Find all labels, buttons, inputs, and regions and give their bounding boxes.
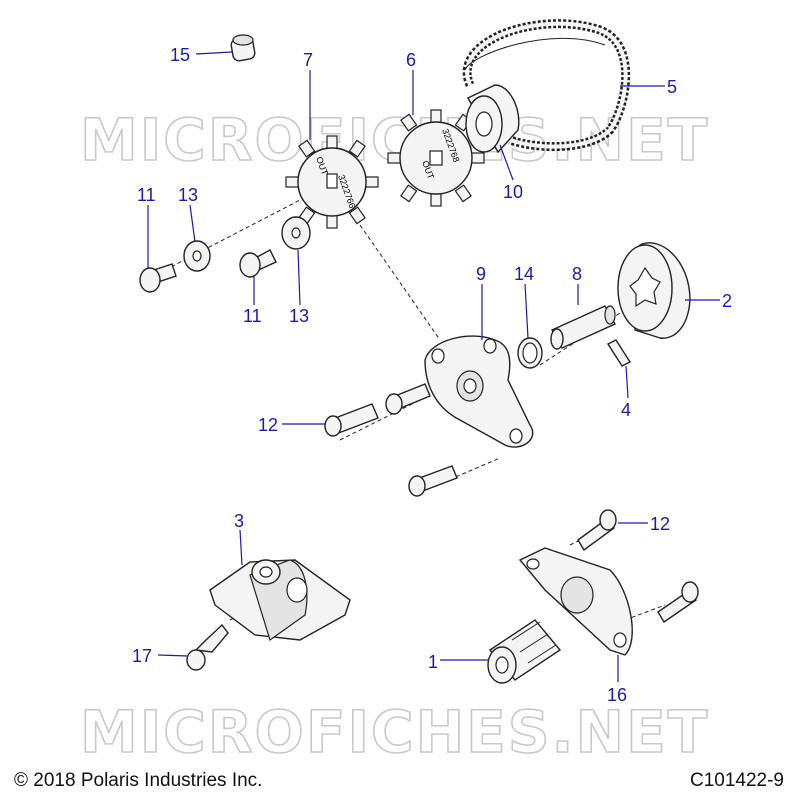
callout-4: 4	[621, 400, 631, 420]
part-12-bolt-d	[577, 509, 617, 552]
watermark-bottom: MICROFICHES.NET	[80, 698, 709, 766]
part-2-rotor	[617, 242, 691, 339]
callout-15: 15	[170, 45, 190, 65]
callout-5: 5	[667, 77, 677, 97]
part-13-washer-left	[183, 240, 211, 272]
part-11-bolt-right	[239, 249, 277, 278]
callout-16: 16	[607, 685, 627, 705]
part-14-oring	[517, 337, 543, 369]
part-17-bolt	[186, 623, 229, 671]
callout-7: 7	[303, 50, 313, 70]
part-3-bracket	[209, 559, 351, 641]
part-5-chain	[462, 19, 631, 151]
part-10-roller	[465, 84, 520, 154]
callout-8: 8	[572, 264, 582, 284]
part-4-pin	[606, 339, 632, 367]
part-7-sprocket: OUT 3222766	[285, 135, 379, 229]
part-1-spool	[487, 619, 562, 684]
callout-12-right: 12	[650, 514, 670, 534]
part-12-bolt-a	[324, 403, 379, 437]
part-15-dowel	[230, 34, 256, 62]
part-13-washer-right	[281, 216, 311, 250]
callout-9: 9	[476, 264, 486, 284]
part-12-bolt-e	[657, 581, 699, 623]
part-12-bolt-b	[385, 383, 431, 415]
callout-17: 17	[132, 646, 152, 666]
callout-3: 3	[234, 511, 244, 531]
callout-2: 2	[722, 291, 732, 311]
callout-12-left: 12	[258, 415, 278, 435]
callout-11-top: 11	[137, 185, 156, 205]
part-9-pump-housing	[424, 335, 534, 448]
part-6-sprocket: 3222768 OUT	[387, 109, 485, 207]
part-12-bolt-c	[408, 465, 458, 497]
callout-14: 14	[514, 264, 534, 284]
part-11-bolt-left	[139, 263, 177, 293]
callouts: 15 7 6 5 10 11 13 11 13 9 14 8 2 4 12 12…	[132, 45, 732, 705]
part-8-shaft	[550, 305, 616, 350]
callout-11-bottom: 11	[243, 306, 262, 326]
callout-13-top: 13	[178, 185, 198, 205]
copyright-text: © 2018 Polaris Industries Inc.	[14, 770, 263, 791]
leader-lines	[147, 51, 720, 682]
callout-1: 1	[428, 652, 438, 672]
figure-id: C101422-9	[689, 770, 784, 791]
callout-13-bottom: 13	[289, 306, 309, 326]
callout-6: 6	[406, 50, 416, 70]
part-16-cover	[518, 547, 633, 656]
callout-10: 10	[503, 182, 523, 202]
